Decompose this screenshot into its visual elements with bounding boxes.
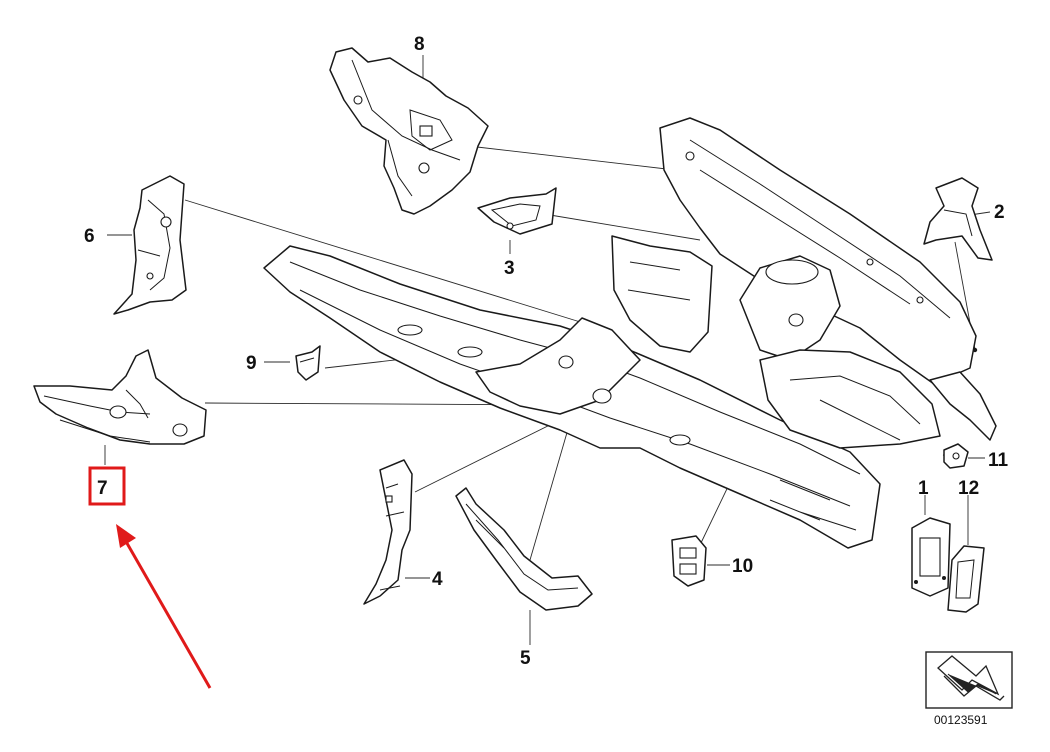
diagram-code: 00123591	[934, 713, 988, 727]
highlight-arrow-line	[122, 537, 212, 689]
callout-2: 2	[994, 202, 1005, 223]
callout-1: 1	[918, 478, 929, 499]
direction-arrow-icon	[925, 651, 1013, 709]
callout-11: 11	[988, 450, 1009, 471]
part-8-strut-bracket	[329, 47, 489, 215]
callout-5: 5	[520, 648, 531, 669]
callout-8: 8	[414, 34, 425, 55]
part-7-side-member	[33, 349, 207, 445]
callout-3: 3	[504, 258, 515, 279]
highlight-arrow-head	[116, 524, 136, 548]
part-12-gasket	[947, 545, 985, 613]
callout-7: 7	[97, 478, 108, 499]
callout-labels: 8 6 3 9 4 5 10 11 2 1 12	[84, 34, 1009, 669]
part-1-mount-plate	[911, 517, 951, 597]
callout-9: 9	[246, 353, 257, 374]
callout-10: 10	[732, 556, 753, 577]
callout-4: 4	[432, 569, 443, 590]
part-3-small-bracket	[477, 187, 557, 235]
part-9-clip	[295, 345, 321, 381]
callout-12: 12	[958, 478, 979, 499]
part-2-corner-bracket	[923, 177, 993, 261]
highlight-callout-7: 7	[88, 466, 212, 689]
main-front-assembly	[263, 117, 997, 549]
callout-6: 6	[84, 226, 95, 247]
part-11-nut	[943, 443, 969, 469]
part-10-bracket-clip	[671, 535, 707, 587]
part-6-wheelarch-panel	[113, 175, 187, 315]
part-4-upright-bracket	[363, 459, 413, 605]
highlight-box	[88, 466, 126, 506]
part-5-curved-member	[455, 487, 593, 611]
